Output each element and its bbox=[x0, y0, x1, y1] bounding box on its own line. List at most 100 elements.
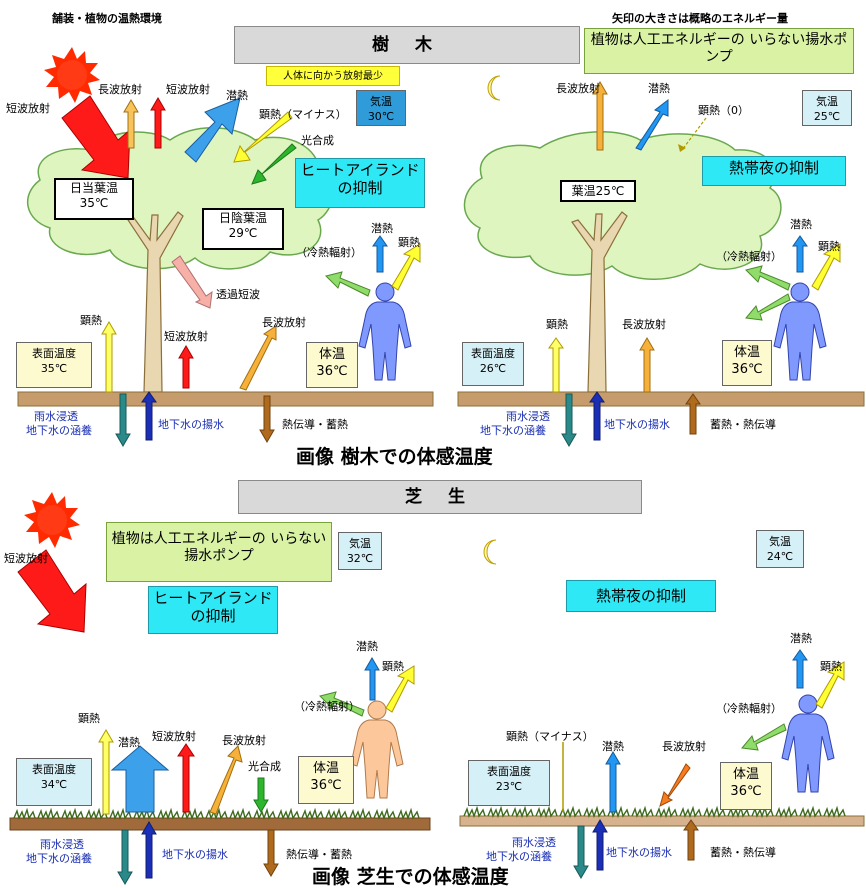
grass-person-latent-label: 潜熱 bbox=[356, 640, 378, 653]
grass-night-body-value: 36℃ bbox=[730, 784, 762, 799]
grass-shortwave-left: 短波放射 bbox=[4, 552, 48, 565]
night-air-temp-value: 25℃ bbox=[813, 110, 841, 123]
heat-island-grass: ヒートアイランドの抑制 bbox=[148, 586, 278, 634]
grass-night-latent-label: 潜熱 bbox=[602, 740, 624, 753]
night-rain-label: 雨水浸透 bbox=[506, 410, 550, 423]
banner-tree: 樹 木 bbox=[234, 26, 580, 64]
body-temp-grass-night: 体温 36℃ bbox=[720, 762, 772, 810]
grass-night-surface-value: 23℃ bbox=[495, 780, 523, 793]
tropical-night-grass: 熱帯夜の抑制 bbox=[566, 580, 716, 612]
grass-body-label: 体温 bbox=[312, 761, 339, 776]
grass-night-rain-label: 雨水浸透 bbox=[512, 836, 556, 849]
body-temp-grass-day: 体温 36℃ bbox=[298, 756, 354, 804]
latent-big-arrow bbox=[184, 97, 241, 163]
ground-longwave-label: 長波放射 bbox=[262, 316, 306, 329]
sunlit-leaf-label: 日当葉温 bbox=[69, 181, 118, 195]
night-longwave-label: 長波放射 bbox=[556, 82, 600, 95]
photosynthesis-label: 光合成 bbox=[301, 134, 334, 147]
night-cool-radiation-label: （冷熱輻射） bbox=[716, 250, 782, 263]
caption-grass: 画像 芝生での体感温度 bbox=[312, 866, 509, 888]
pump-note-tree: 植物は人工エネルギーの いらない揚水ポンプ bbox=[584, 28, 854, 74]
ground-tree-night bbox=[457, 391, 865, 407]
latent-grass-arrow bbox=[110, 745, 170, 813]
ground-sensible-label: 顕熱 bbox=[80, 314, 102, 327]
night-body-value: 36℃ bbox=[731, 362, 763, 377]
tropical-night-tree: 熱帯夜の抑制 bbox=[702, 156, 846, 186]
grass-photosynthesis-label: 光合成 bbox=[248, 760, 281, 773]
grass-night-pumping-label: 地下水の揚水 bbox=[606, 846, 672, 859]
grass-conduction-label: 熱伝導・蓄熱 bbox=[286, 848, 352, 861]
latent-label: 潜熱 bbox=[226, 89, 248, 102]
cool-radiation-label: （冷熱輻射） bbox=[296, 246, 362, 259]
grass-night-sensible-label: 顕熱（マイナス） bbox=[506, 730, 594, 743]
grass-night-longwave-label: 長波放射 bbox=[662, 740, 706, 753]
rain-label: 雨水浸透 bbox=[34, 410, 78, 423]
surface-temp-grass-day: 表面温度 34℃ bbox=[16, 758, 92, 806]
body-value: 36℃ bbox=[316, 364, 348, 379]
shade-leaf-value: 29℃ bbox=[228, 226, 258, 240]
night-person-sensible-label: 顕熱 bbox=[818, 240, 840, 253]
longwave-label: 長波放射 bbox=[98, 83, 142, 96]
person-latent-label: 潜熱 bbox=[371, 222, 393, 235]
grass-surface-label: 表面温度 bbox=[32, 763, 76, 776]
grass-night-recharge-label: 地下水の涵養 bbox=[486, 850, 552, 863]
air-temp-value: 30℃ bbox=[367, 110, 395, 123]
body-label: 体温 bbox=[318, 347, 345, 362]
ground-shortwave-label: 短波放射 bbox=[164, 330, 208, 343]
grass-surface-value: 34℃ bbox=[40, 778, 68, 791]
night-latent-label: 潜熱 bbox=[648, 82, 670, 95]
air-temp-grass-day: 気温 32℃ bbox=[338, 532, 382, 570]
shortwave-left: 短波放射 bbox=[6, 102, 50, 115]
body-temp-tree-day: 体温 36℃ bbox=[306, 342, 358, 388]
grass-night-person-sensible-label: 顕熱 bbox=[820, 660, 842, 673]
night-body-label: 体温 bbox=[733, 345, 760, 360]
trunk-night bbox=[571, 211, 628, 393]
night-air-temp-label: 気温 bbox=[816, 95, 838, 108]
moon-icon bbox=[487, 75, 501, 101]
air-temp-tree-night: 気温 25℃ bbox=[802, 90, 852, 126]
person-sensible-label: 顕熱 bbox=[398, 236, 420, 249]
grass-latent-label: 潜熱 bbox=[118, 736, 140, 749]
body-temp-tree-night: 体温 36℃ bbox=[722, 340, 772, 386]
header-left: 舗装・植物の温熱環境 bbox=[52, 12, 162, 25]
caption-tree: 画像 樹木での体感温度 bbox=[296, 446, 493, 468]
banner-grass: 芝 生 bbox=[238, 480, 642, 514]
grass-night-body-label: 体温 bbox=[732, 767, 759, 782]
air-temp-tree-day: 気温 30℃ bbox=[356, 90, 406, 126]
grass-night-air-temp-label: 気温 bbox=[769, 535, 791, 548]
grass-rain-label: 雨水浸透 bbox=[40, 838, 84, 851]
night-person-latent-label: 潜熱 bbox=[790, 218, 812, 231]
header-right: 矢印の大きさは概略のエネルギー量 bbox=[612, 12, 788, 25]
ground-tree-day bbox=[17, 391, 434, 407]
grass-air-temp-value: 32℃ bbox=[346, 552, 374, 565]
trunk-day bbox=[127, 211, 184, 393]
transmitted-label: 透過短波 bbox=[216, 288, 260, 301]
grass-body-value: 36℃ bbox=[310, 778, 342, 793]
grass-shortwave-label: 短波放射 bbox=[152, 730, 196, 743]
grass-night-air-temp-value: 24℃ bbox=[766, 550, 794, 563]
night-sensible-zero-label: 顕熱（0） bbox=[698, 104, 749, 117]
canopy-night bbox=[463, 131, 782, 280]
night-recharge-label: 地下水の涵養 bbox=[480, 424, 546, 437]
surface-label: 表面温度 bbox=[32, 347, 76, 360]
heat-island-tree: ヒートアイランドの抑制 bbox=[295, 158, 425, 208]
shade-leaf-label: 日陰葉温 bbox=[218, 211, 267, 225]
air-temp-label: 気温 bbox=[370, 95, 392, 108]
ground-grass-day bbox=[9, 817, 431, 831]
sensible-minus-label: 顕熱（マイナス） bbox=[259, 108, 347, 121]
surface-value: 35℃ bbox=[40, 362, 68, 375]
grass-pumping-label: 地下水の揚水 bbox=[162, 848, 228, 861]
night-surface-label: 表面温度 bbox=[471, 347, 515, 360]
grass-air-temp-label: 気温 bbox=[349, 537, 371, 550]
grass-night-cool-radiation-label: （冷熱輻射） bbox=[716, 702, 782, 715]
night-ground-sensible-label: 顕熱 bbox=[546, 318, 568, 331]
night-ground-longwave-label: 長波放射 bbox=[622, 318, 666, 331]
night-pumping-label: 地下水の揚水 bbox=[604, 418, 670, 431]
night-storage-label: 蓄熱・熱伝導 bbox=[710, 418, 776, 431]
recharge-label: 地下水の涵養 bbox=[26, 424, 92, 437]
